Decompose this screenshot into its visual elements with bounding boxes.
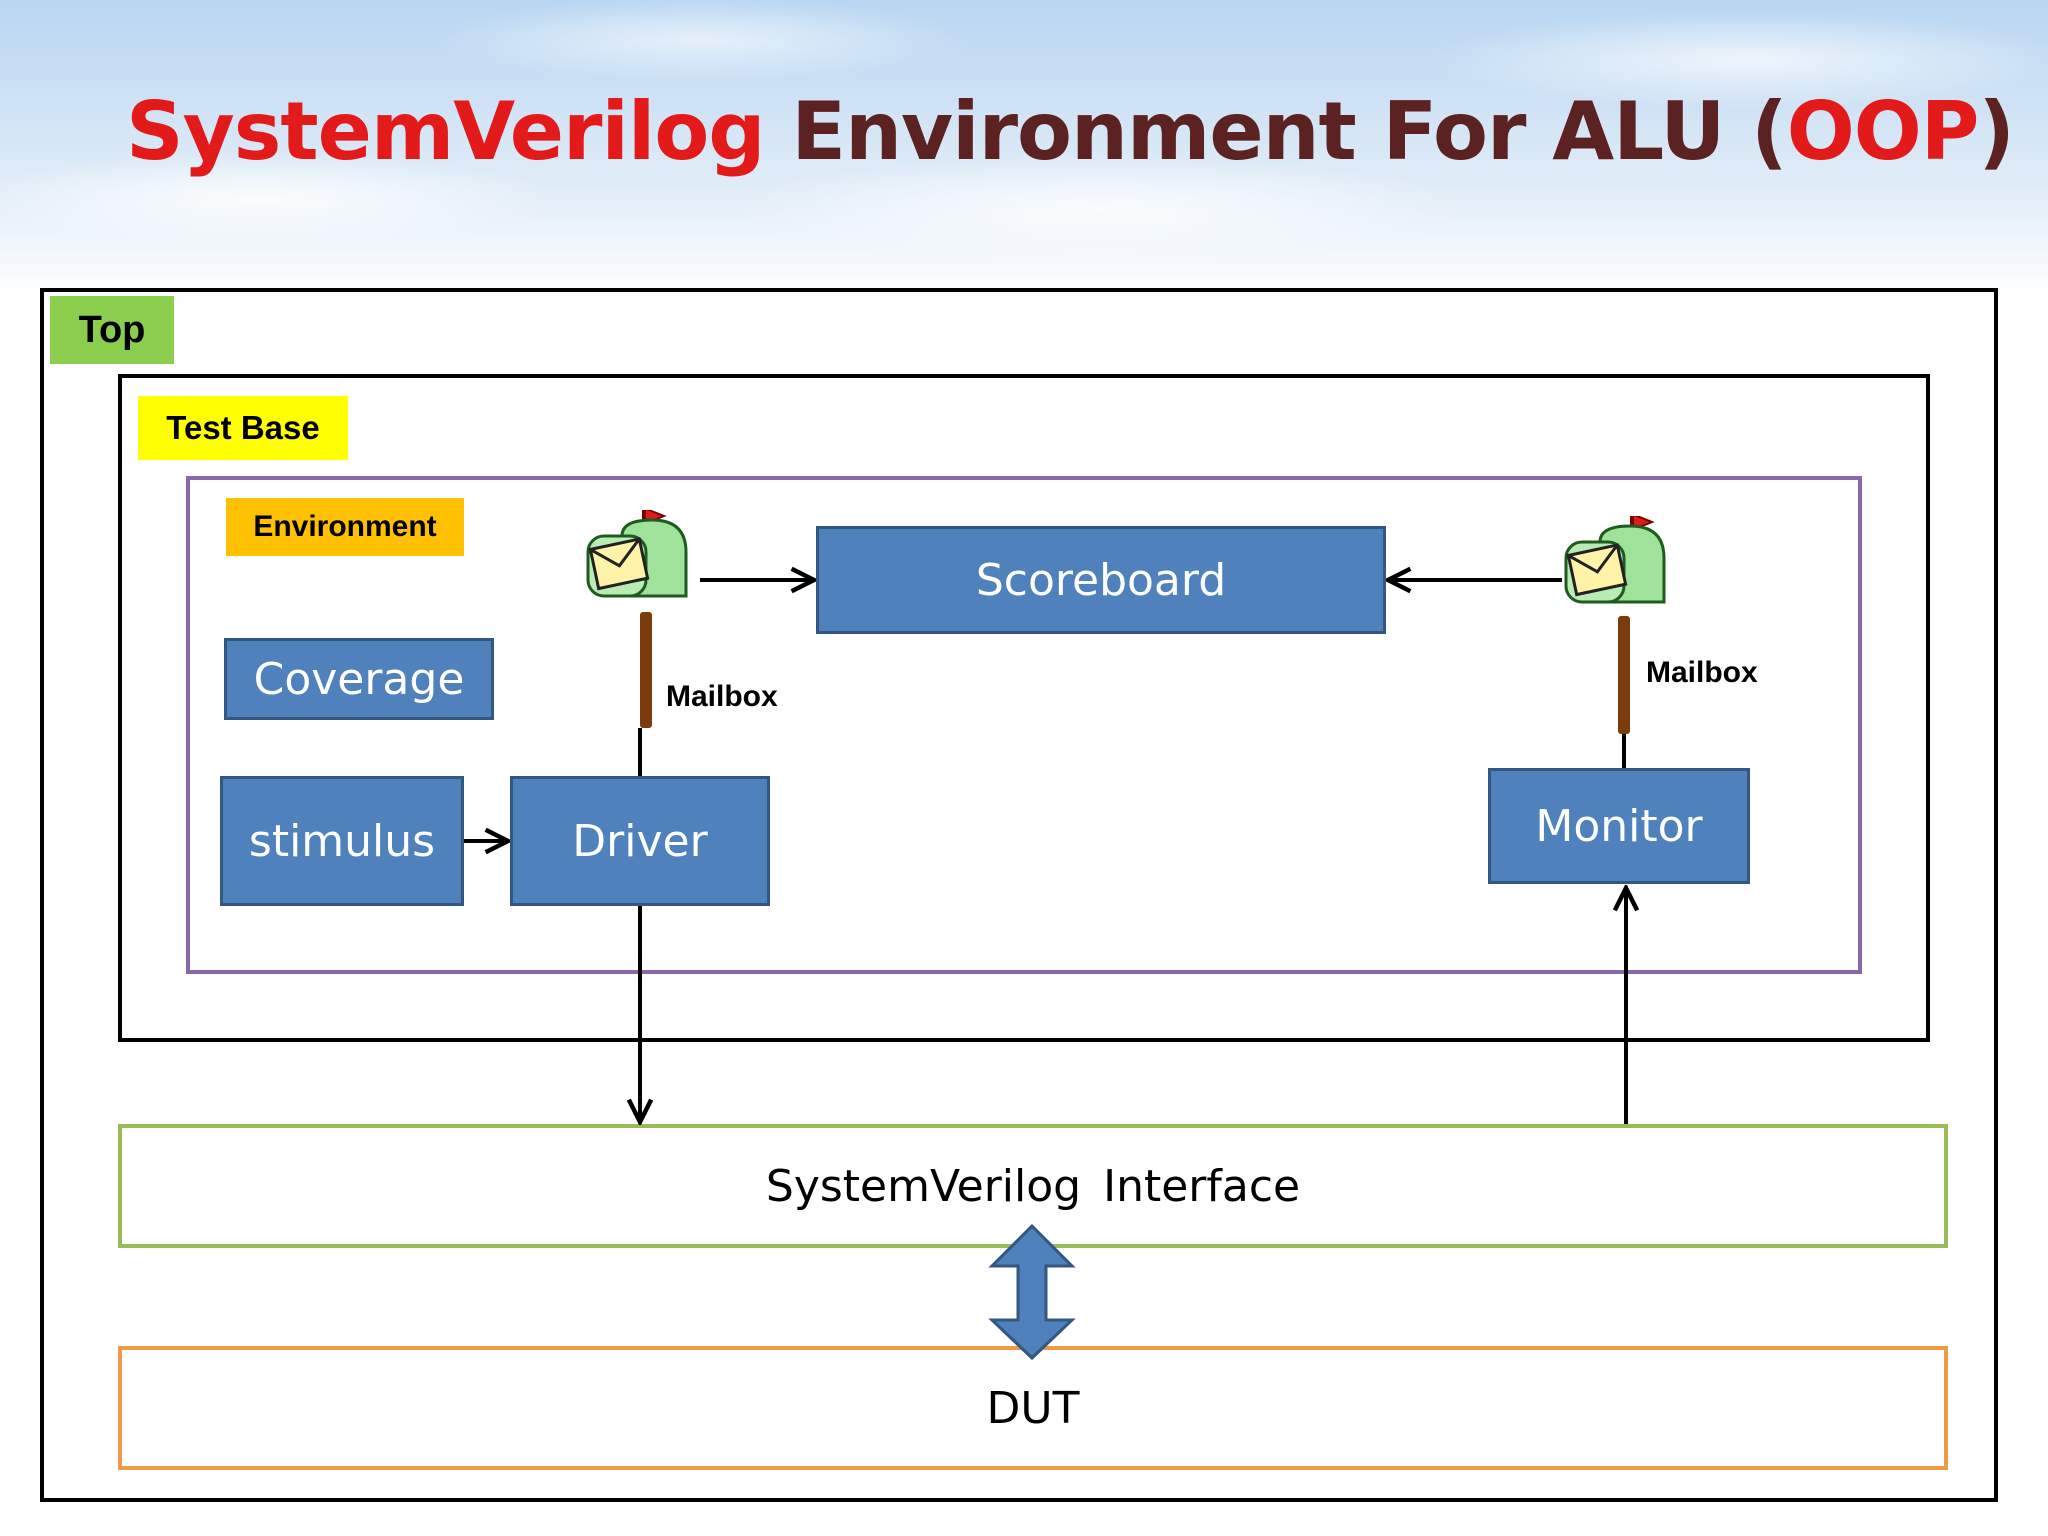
- stimulus-block: stimulus: [220, 776, 464, 906]
- top-frame: [40, 288, 1998, 1502]
- dut-label: DUT: [986, 1382, 1080, 1434]
- monitor-block: Monitor: [1488, 768, 1750, 884]
- driver-block: Driver: [510, 776, 770, 906]
- scoreboard-block: Scoreboard: [816, 526, 1386, 634]
- coverage-block: Coverage: [224, 638, 494, 720]
- slide-title: SystemVerilog Environment For ALU (OOP): [126, 85, 2015, 178]
- bidirectional-arrow-icon: [988, 1223, 1076, 1361]
- title-part-oop: OOP: [1786, 85, 1980, 178]
- testbase-frame: [118, 374, 1930, 1042]
- mailbox-right-post: [1618, 616, 1630, 734]
- environment-frame: [186, 476, 1862, 974]
- mailbox-icon: [1564, 516, 1666, 604]
- title-part-environment: Environment For ALU (: [791, 85, 1787, 178]
- mailbox-left-post: [640, 612, 652, 728]
- interface-label: SystemVerilog Interface: [765, 1160, 1301, 1212]
- testbase-label: Test Base: [138, 396, 348, 460]
- sky-background: [0, 0, 2048, 300]
- mailbox-right-label: Mailbox: [1646, 656, 1758, 689]
- environment-label: Environment: [226, 498, 464, 556]
- top-label: Top: [50, 296, 174, 364]
- title-part-close: ): [1978, 85, 2015, 178]
- mailbox-icon: [586, 510, 688, 598]
- title-part-systemverilog: SystemVerilog: [126, 85, 766, 178]
- mailbox-left-label: Mailbox: [666, 680, 778, 713]
